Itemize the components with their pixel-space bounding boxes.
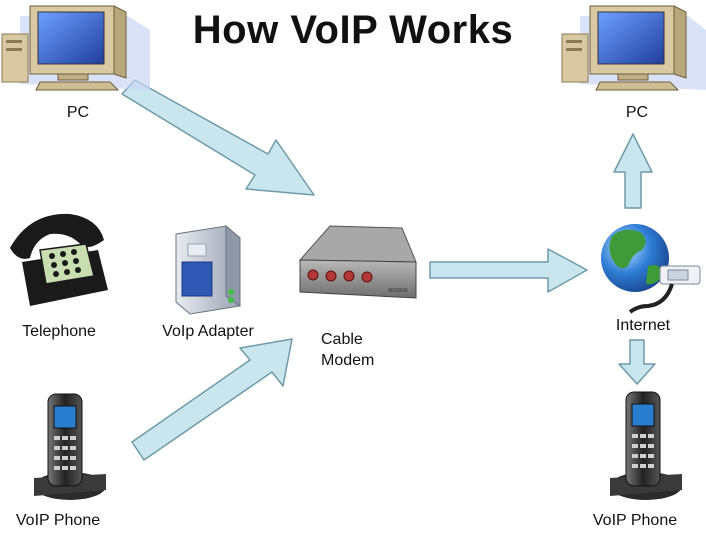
label-internet: Internet <box>615 317 671 334</box>
globe-network-icon <box>601 224 701 314</box>
cordless-phone-icon-right <box>610 391 682 500</box>
arrow-modem-to-internet <box>429 248 588 293</box>
label-cable-modem-line1: Cable <box>321 331 363 348</box>
arrow-phone-to-modem <box>131 338 293 461</box>
label-pc-right: PC <box>625 104 649 121</box>
label-voip-adapter: VoIp Adapter <box>162 323 254 340</box>
label-voip-phone-left: VoIP Phone <box>15 512 101 529</box>
label-cable-modem-line2: Modem <box>321 352 375 369</box>
voip-adapter-icon <box>175 224 241 315</box>
arrow-internet-to-phone <box>618 339 656 385</box>
cordless-phone-icon-left <box>34 393 106 500</box>
label-telephone: Telephone <box>22 323 96 340</box>
pc-right-icon <box>561 5 706 91</box>
telephone-icon <box>10 213 108 306</box>
label-voip-phone-right: VoIP Phone <box>592 512 678 529</box>
arrow-internet-to-pc <box>613 133 653 209</box>
label-pc-left: PC <box>66 104 90 121</box>
pc-left-icon <box>1 5 150 91</box>
cable-modem-icon: MODEM <box>298 225 417 299</box>
diagram-title: How VoIP Works <box>192 8 514 52</box>
modem-device-text: MODEM <box>388 288 407 294</box>
arrow-pc-to-modem <box>121 79 315 196</box>
